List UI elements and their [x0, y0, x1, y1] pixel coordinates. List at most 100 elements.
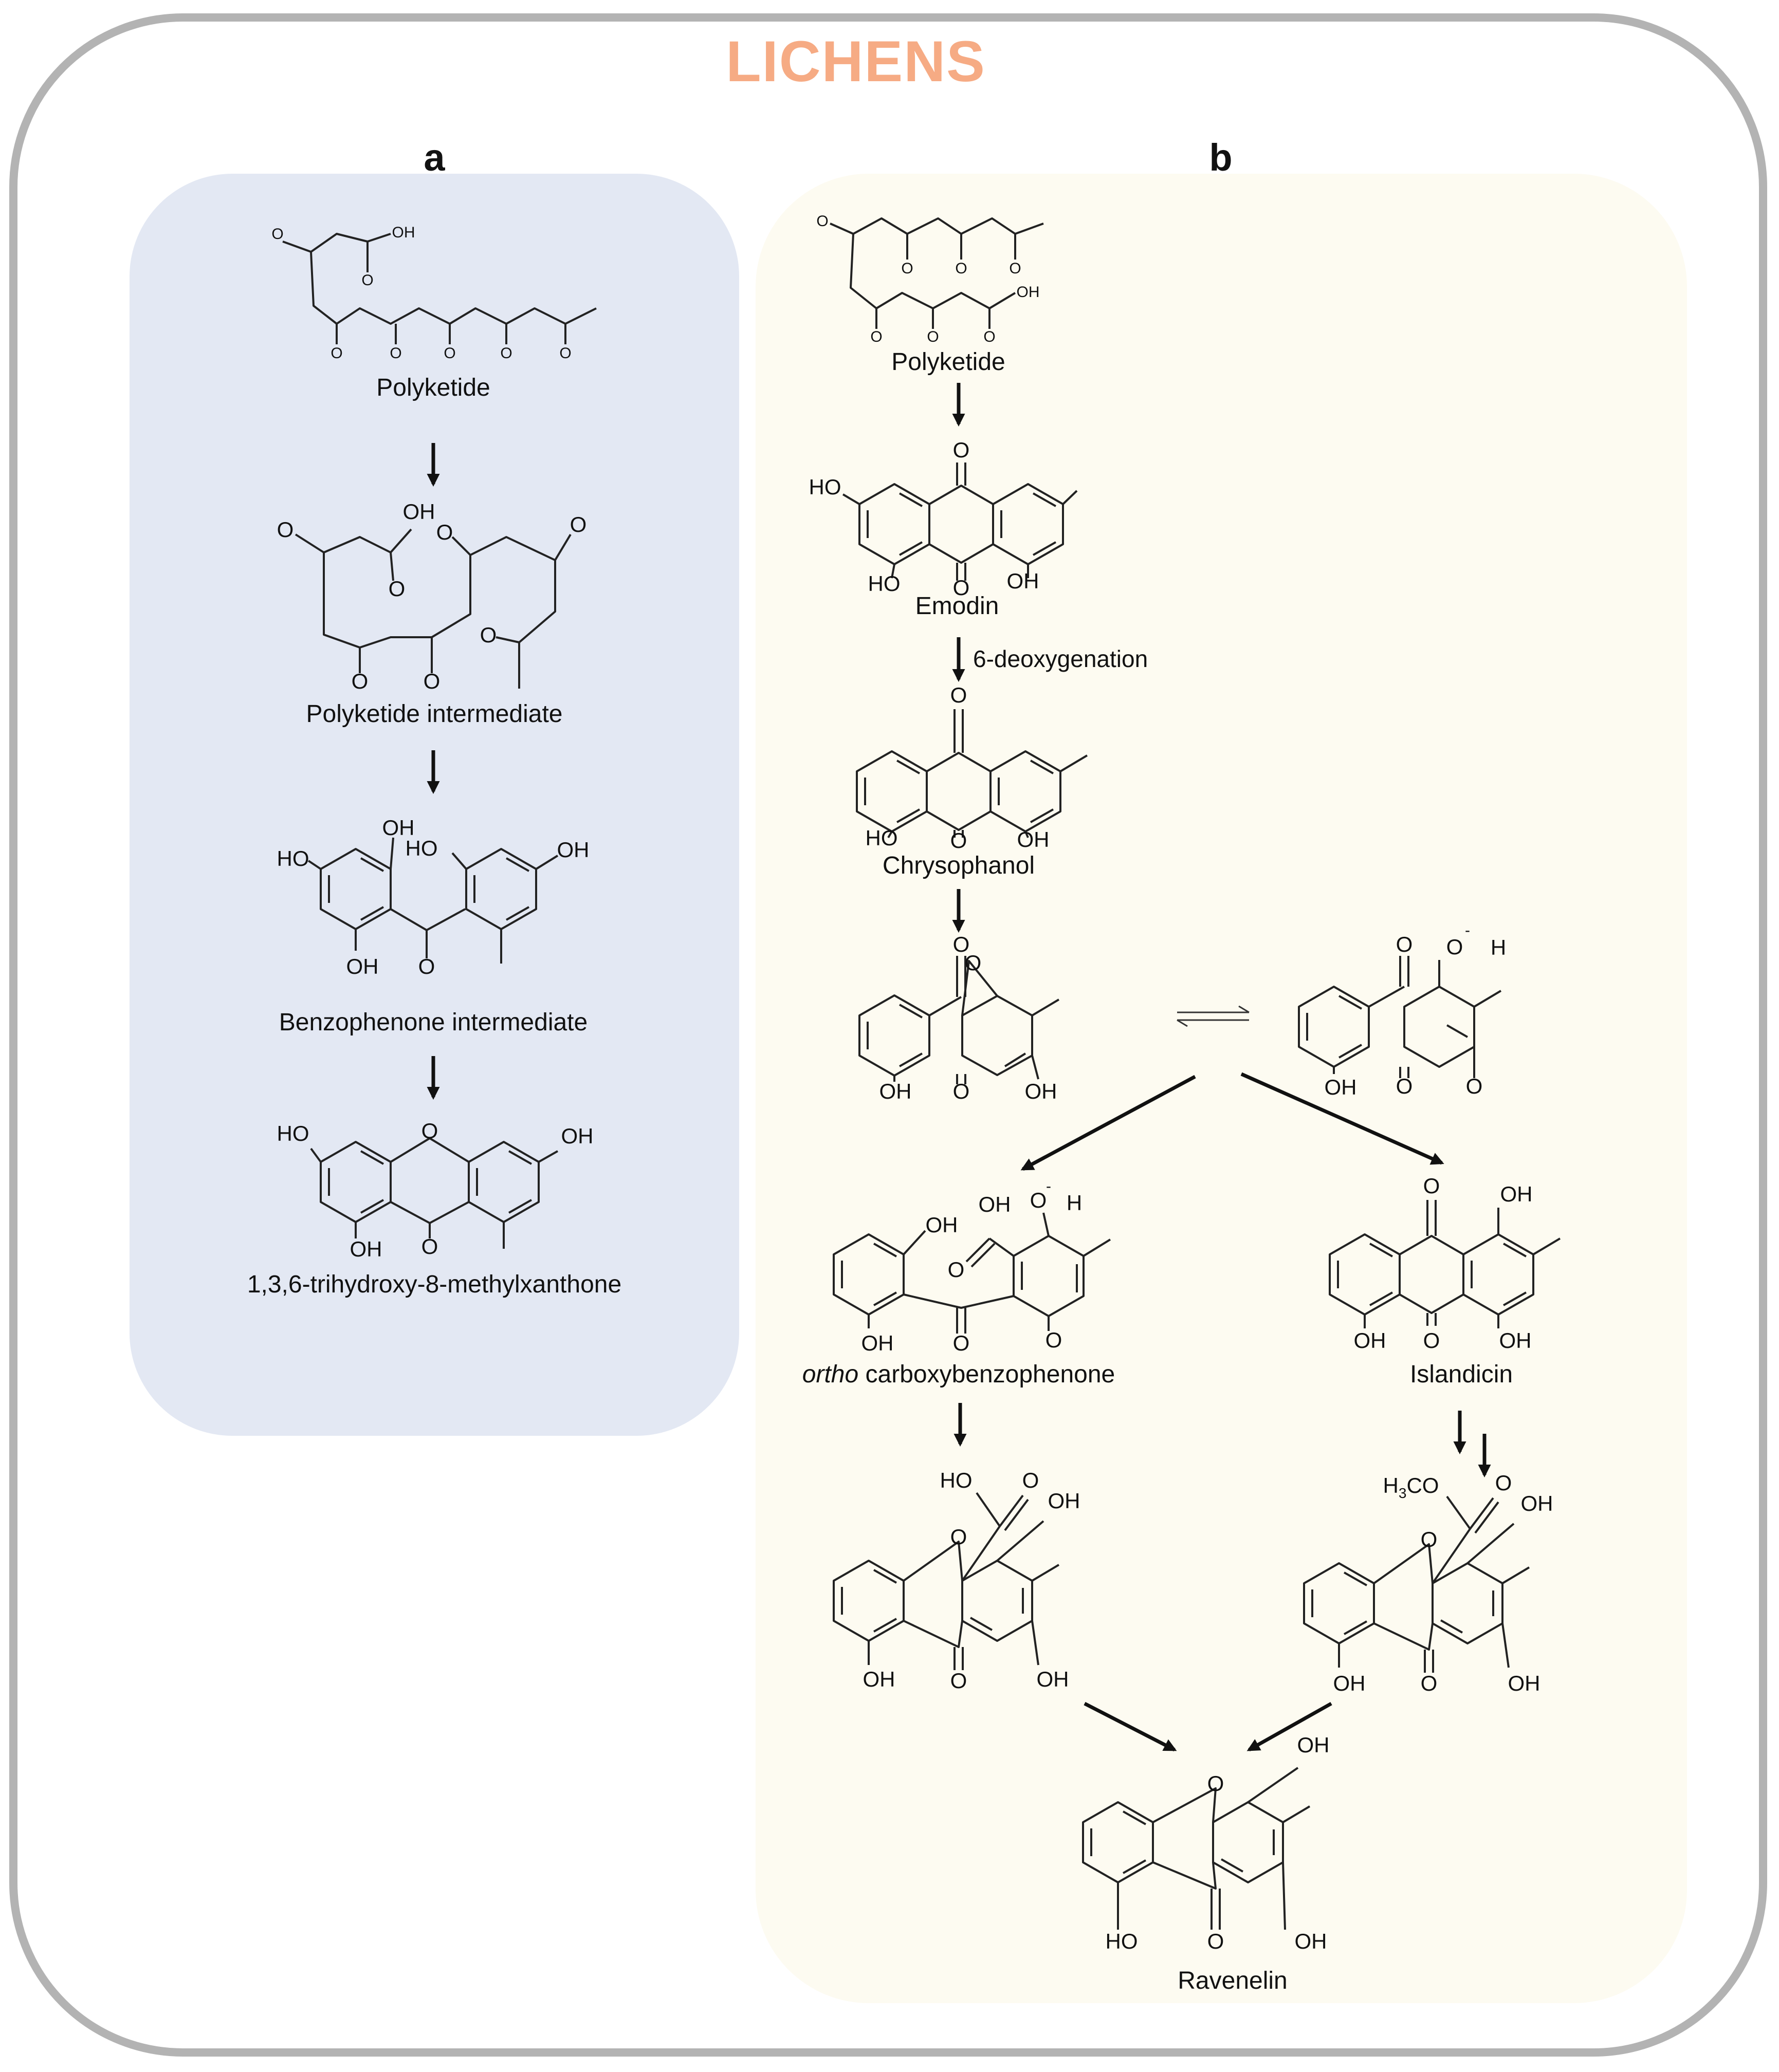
atom-o: O: [277, 517, 294, 542]
panel-a-compound-label: Polyketide: [376, 374, 490, 401]
atom-o: O: [418, 954, 435, 978]
panel-b-background: [756, 174, 1687, 2003]
atom-o: O: [1207, 1771, 1224, 1796]
panel-a-label: a: [424, 136, 445, 179]
atom-o: O: [816, 213, 828, 230]
atom-oh: OH: [1354, 1328, 1386, 1353]
atom-ho: HO: [277, 1121, 309, 1145]
atom-o: O: [927, 328, 939, 345]
atom-o: O: [1446, 935, 1463, 959]
atom-oh: OH: [1297, 1733, 1330, 1757]
atom-o: O: [953, 576, 970, 600]
atom-oh: OH: [979, 1192, 1011, 1216]
atom-o: O: [480, 623, 497, 647]
atom-oh: OH: [1500, 1182, 1533, 1206]
atom-o: O: [1396, 932, 1413, 956]
panel-b-quinone-structure: O O - H OH O O: [1298, 922, 1506, 1099]
atom-oh: OH: [1037, 1667, 1069, 1691]
atom-h3co: H3CO: [1383, 1473, 1439, 1501]
atom-o: O: [1421, 1527, 1438, 1551]
atom-ho: HO: [940, 1468, 973, 1492]
atom-o: O: [1421, 1671, 1438, 1695]
atom-oh: OH: [382, 816, 415, 840]
atom-o: O: [500, 345, 512, 362]
atom-oh: OH: [1048, 1489, 1080, 1513]
atom-o: O: [1046, 1328, 1062, 1352]
atom-o: O: [950, 1669, 967, 1693]
panel-b-epoxide-structure: O O OH O OH: [858, 932, 1060, 1103]
atom-o: O: [570, 512, 587, 536]
figure-title: LICHENS: [726, 29, 986, 94]
atom-o: O: [421, 1119, 438, 1143]
atom-oh: OH: [1017, 284, 1040, 301]
atom-o: O: [965, 951, 982, 975]
panel-a-polyketide-intermediate-structure: O OH O O O O O O: [277, 499, 587, 693]
atom-oh: OH: [1295, 1929, 1327, 1953]
panel-a-compound-label: 1,3,6-trihydroxy-8-methylxanthone: [247, 1271, 621, 1298]
atom-oh: OH: [1521, 1491, 1553, 1515]
atom-oh: OH: [1499, 1328, 1532, 1353]
atom-o: O: [1466, 1074, 1483, 1098]
panel-b-compound-label: Emodin: [915, 593, 999, 620]
atom-oh: OH: [392, 224, 415, 241]
panel-a-polyketide-structure: O OH O O O O O O: [271, 224, 597, 362]
atom-oh: OH: [350, 1237, 382, 1261]
atom-ho: HO: [1106, 1929, 1138, 1953]
panel-b-chrysophanol-structure: O HO O OH: [856, 683, 1088, 853]
panel-b-compound-label: Polyketide: [891, 348, 1005, 376]
atom-o: O: [950, 828, 967, 853]
atom-ho: HO: [406, 836, 438, 860]
atom-o: O: [444, 345, 455, 362]
panel-b-compound-label: Islandicin: [1410, 1361, 1513, 1388]
atom-o: O: [436, 520, 453, 544]
atom-o: O: [424, 669, 441, 693]
atom-o: O: [983, 328, 995, 345]
panel-a-compound-label: Polyketide intermediate: [306, 700, 563, 728]
atom-o: O: [901, 260, 913, 277]
atom-oh: OH: [926, 1213, 958, 1237]
atom-o: O: [421, 1234, 438, 1259]
reaction-arrow: [1246, 1701, 1332, 1752]
atom-ho: HO: [277, 846, 309, 871]
atom-o: O: [1396, 1074, 1413, 1098]
reaction-arrow: [1240, 1072, 1444, 1165]
atom-o: O: [559, 345, 571, 362]
atom-oh: OH: [561, 1124, 594, 1148]
atom-oh: OH: [557, 838, 590, 862]
atom-o: O: [948, 1257, 965, 1282]
atom-o: O: [950, 1525, 967, 1549]
h3co-h: H: [1383, 1473, 1399, 1497]
panel-b-compound-label: Ravenelin: [1178, 1967, 1287, 1994]
reaction-arrow: [1020, 1075, 1196, 1171]
atom-ho: HO: [868, 571, 901, 596]
atom-o: O: [352, 669, 369, 693]
atom-o: O: [950, 683, 967, 707]
atom-oh: OH: [1017, 827, 1050, 852]
h3co-subscript: 3: [1399, 1485, 1407, 1501]
panel-b-polyketide-structure: O O O O OH O O O: [816, 213, 1044, 345]
atom-h: H: [1491, 935, 1506, 959]
atom-o: O: [1495, 1471, 1512, 1495]
atom-o: O: [271, 226, 283, 243]
atom-o: O: [331, 345, 342, 362]
ortho-prefix: ortho: [802, 1361, 858, 1388]
atom-oh: OH: [1025, 1079, 1057, 1103]
atom-oh: OH: [1508, 1671, 1540, 1695]
panel-b-compound-label: ortho carboxybenzophenone: [802, 1361, 1115, 1388]
atom-ho: HO: [866, 826, 898, 850]
atom-o: O: [1030, 1188, 1047, 1212]
panel-b-emodin-structure: O HO HO O OH: [809, 438, 1078, 600]
atom-o: O: [953, 932, 970, 956]
atom-oh: OH: [403, 499, 435, 524]
atom-o: O: [390, 345, 401, 362]
reaction-step-label: 6-deoxygenation: [973, 645, 1148, 672]
atom-o: O: [389, 577, 406, 601]
atom-oh: OH: [1325, 1075, 1357, 1099]
panel-a-compound-label: Benzophenone intermediate: [279, 1009, 588, 1036]
atom-o: O: [955, 260, 967, 277]
panel-b-compound-label: Chrysophanol: [883, 852, 1035, 879]
atom-o: O: [953, 438, 970, 462]
atom-oh: OH: [879, 1079, 912, 1103]
panel-b-label: b: [1209, 136, 1232, 179]
carboxybenzophenone-text: carboxybenzophenone: [858, 1361, 1115, 1388]
